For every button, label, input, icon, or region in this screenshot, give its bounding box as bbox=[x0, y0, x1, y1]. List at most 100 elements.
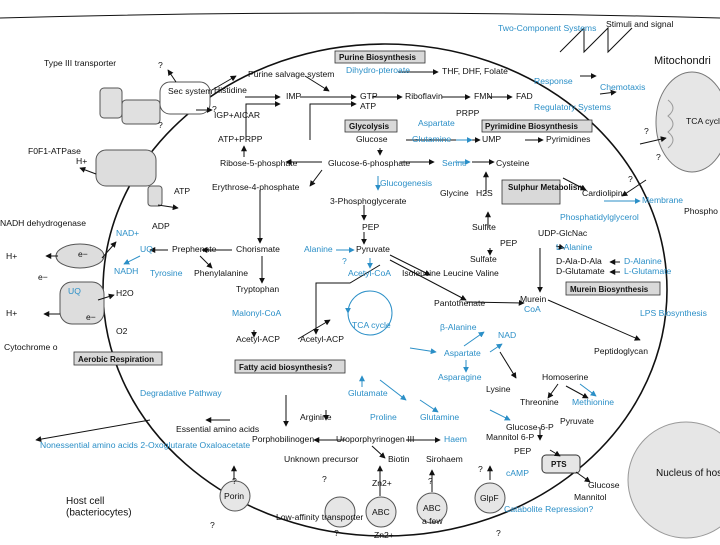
proline-label: Proline bbox=[370, 412, 397, 422]
biotin-label: Biotin bbox=[388, 454, 410, 464]
atp-label: ATP bbox=[174, 186, 190, 196]
nadh-dh-label: NADH dehydrogenase bbox=[0, 218, 86, 228]
low-affinity-label: Low-affinity transporter bbox=[276, 512, 363, 522]
type3-transporter-base bbox=[121, 99, 161, 125]
abc-label: ABC bbox=[372, 507, 390, 517]
o2-label: O2 bbox=[116, 326, 128, 336]
pyruvate-b-label: Pyruvate bbox=[560, 416, 594, 426]
labels-layer: Type III transporter ? Sec system ? ? F0… bbox=[0, 19, 720, 540]
mannitol-label: Mannitol bbox=[574, 492, 607, 502]
camp-label: cAMP bbox=[506, 468, 529, 478]
nucleus-label: Nucleus of host cell bbox=[656, 468, 720, 479]
atp-top-label: ATP bbox=[360, 101, 376, 111]
dglu-label: D-Glutamate bbox=[556, 266, 605, 276]
aerobic-box-label: Aerobic Respiration bbox=[78, 355, 154, 364]
mitochondria-label: Mitochondri bbox=[654, 55, 711, 67]
host-title-label: Host cell(bacteriocytes) bbox=[66, 496, 132, 519]
porin-shape bbox=[219, 480, 251, 512]
sirohaem-label: Sirohaem bbox=[426, 454, 463, 464]
pg3-label: 3-Phosphoglycerate bbox=[330, 196, 407, 206]
erythrose4p-label: Erythrose-4-phosphate bbox=[212, 182, 300, 192]
aspartate-top-label: Aspartate bbox=[418, 118, 455, 128]
type3-label: Type III transporter bbox=[44, 58, 116, 68]
glpf-shape bbox=[474, 482, 506, 514]
gtp-label: GTP bbox=[360, 91, 378, 101]
arginine-label: Arginine bbox=[300, 412, 332, 422]
h2s-label: H2S bbox=[476, 188, 493, 198]
hplus3-label: H+ bbox=[6, 308, 17, 318]
cardiolipin-label: Cardiolipin bbox=[582, 188, 623, 198]
nadh-label: NADH bbox=[114, 266, 138, 276]
glycolysis-box bbox=[344, 119, 398, 133]
lps-label: LPS Biosynthesis bbox=[640, 308, 707, 318]
glycine-label: Glycine bbox=[440, 188, 469, 198]
host-cell-outline bbox=[0, 12, 720, 19]
glucogenesis-label: Glucogenesis bbox=[380, 178, 432, 188]
cell-outlines bbox=[0, 12, 720, 539]
murein-box bbox=[565, 281, 661, 296]
abc-shape bbox=[365, 496, 397, 528]
coa-label: CoA bbox=[524, 304, 541, 314]
sulphur-box-label: Sulphur Metabolism bbox=[508, 183, 584, 192]
malonyl-label: Malonyl-CoA bbox=[232, 308, 281, 318]
phosphatidylglycerol-label: Phosphatidylglycerol bbox=[560, 212, 639, 222]
porin-label: Porin bbox=[224, 491, 244, 501]
pathway-boxes bbox=[73, 50, 661, 374]
threonine-label: Threonine bbox=[520, 397, 559, 407]
aerobic-box bbox=[73, 351, 163, 366]
lysine-label: Lysine bbox=[486, 384, 511, 394]
eminus-label: e− bbox=[78, 249, 88, 259]
atpase-stalk bbox=[147, 185, 163, 207]
dala-label: D-Ala-D-Ala bbox=[556, 256, 602, 266]
pyrimidines-label: Pyrimidines bbox=[546, 134, 590, 144]
b-alanine-label: β-Alanine bbox=[440, 322, 477, 332]
l-alanine-label: L-Alanine bbox=[556, 242, 593, 252]
tyrosine-label: Tyrosine bbox=[150, 268, 183, 278]
pyrimidine-box-label: Pyrimidine Biosynthesis bbox=[485, 122, 578, 131]
adp-label: ADP bbox=[152, 221, 170, 231]
nucleus-shape bbox=[627, 421, 720, 539]
haem-label: Haem bbox=[444, 434, 467, 444]
question-mark: ? bbox=[232, 476, 237, 486]
question-mark: ? bbox=[428, 476, 433, 486]
methionine-label: Methionine bbox=[572, 397, 614, 407]
cytochrome-label: Cytochrome o bbox=[4, 342, 58, 352]
f0f1-label: F0F1-ATPase bbox=[28, 146, 81, 156]
reaction-arrows bbox=[35, 69, 667, 496]
isoleucine-label: Isoleucine Leucine Valine bbox=[402, 268, 499, 278]
glpf-label: GlpF bbox=[480, 493, 499, 503]
purine-box bbox=[334, 50, 426, 64]
question-mark: ? bbox=[210, 520, 215, 530]
glutamine-label: Glutamine bbox=[420, 412, 459, 422]
fatty-box bbox=[234, 359, 346, 374]
response-label: Response bbox=[534, 76, 573, 86]
cytochrome-shape bbox=[59, 281, 105, 325]
pep-b-label: PEP bbox=[514, 446, 531, 456]
regulatory-label: Regulatory Systems bbox=[534, 102, 611, 112]
thf-label: THF, DHF, Folate bbox=[442, 66, 508, 76]
l-glutamate-label: L-Glutamate bbox=[624, 266, 672, 276]
acetyl-acp-label: Acetyl-ACP bbox=[236, 334, 280, 344]
nad-label: NAD bbox=[498, 330, 516, 340]
sulphur-box bbox=[501, 179, 561, 205]
chorismate-label: Chorismate bbox=[236, 244, 280, 254]
alanine-label: Alanine bbox=[304, 244, 333, 254]
aspartate-label: Aspartate bbox=[444, 348, 481, 358]
eminus3-label: e− bbox=[86, 312, 96, 322]
tca-small-label: TCA cycle bbox=[686, 116, 720, 126]
a-few-label: a few bbox=[422, 516, 443, 526]
atpase-shape bbox=[95, 149, 157, 187]
stimuli-label: Stimuli and signal bbox=[606, 19, 673, 29]
prpp-label: PRPP bbox=[456, 108, 480, 118]
asparagine-label: Asparagine bbox=[438, 372, 482, 382]
two-component-label: Two-Component Systems bbox=[498, 23, 596, 33]
membrane-proteins bbox=[55, 26, 633, 528]
question-mark: ? bbox=[322, 474, 327, 484]
sec-system-label: Sec system bbox=[168, 86, 212, 96]
homoserine-label: Homoserine bbox=[542, 372, 589, 382]
stimuli-signal-lines bbox=[559, 26, 633, 54]
low-affinity-shape bbox=[324, 496, 356, 528]
igp-label: IGP+AICAR bbox=[214, 110, 260, 120]
